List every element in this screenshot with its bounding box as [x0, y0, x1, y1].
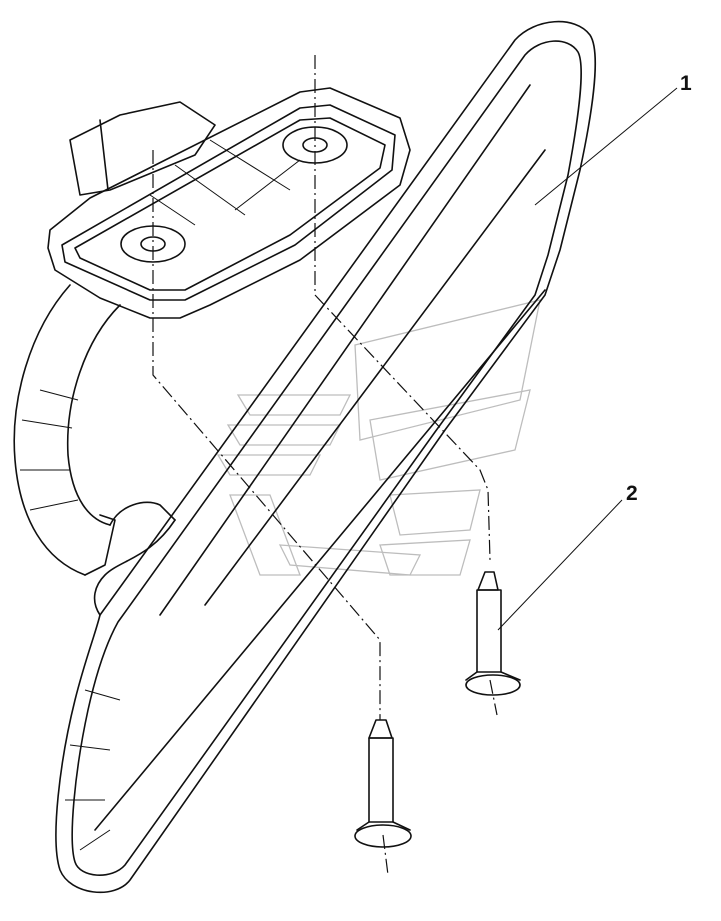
callout-1-label: 1 [680, 72, 692, 95]
mirror-stem [13, 284, 176, 576]
screw-left [354, 719, 412, 848]
callout-2-label: 2 [626, 482, 638, 505]
leader-line-2 [497, 499, 623, 631]
center-lines [152, 55, 498, 876]
watermark-logo [216, 299, 541, 576]
mounting-bracket [47, 87, 411, 319]
leader-line-1 [534, 87, 678, 206]
mirror-housing [55, 20, 596, 894]
screw-right [465, 571, 521, 696]
